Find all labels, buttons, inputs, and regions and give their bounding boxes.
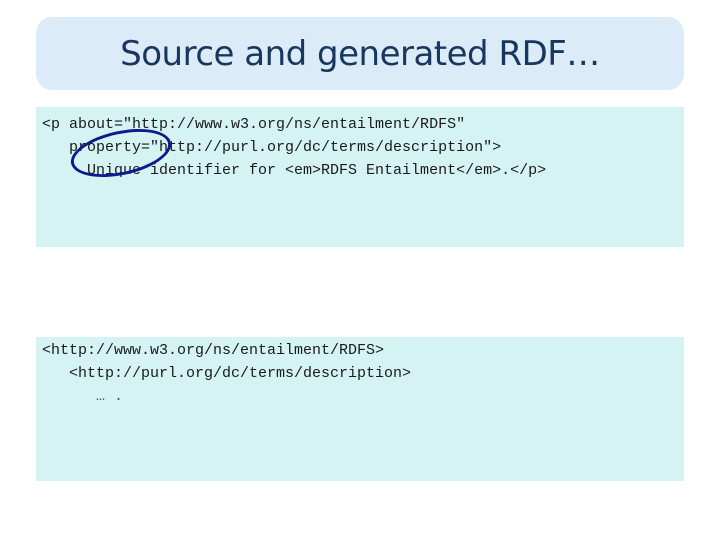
slide-title-box: Source and generated RDF… — [36, 17, 684, 90]
generated-rdf-box: <http://www.w3.org/ns/entailment/RDFS> <… — [36, 337, 684, 481]
source-line-3: Unique identifier for <em>RDFS Entailmen… — [42, 162, 547, 179]
rdf-line-2: <http://purl.org/dc/terms/description> — [42, 365, 412, 382]
rdf-line-3: … . — [42, 388, 124, 405]
rdf-line-1: <http://www.w3.org/ns/entailment/RDFS> — [42, 342, 385, 359]
source-line-2: property="http://purl.org/dc/terms/descr… — [42, 139, 502, 156]
source-line-1: <p about="http://www.w3.org/ns/entailmen… — [42, 116, 466, 133]
source-html-box: <p about="http://www.w3.org/ns/entailmen… — [36, 107, 684, 247]
slide-title: Source and generated RDF… — [120, 33, 600, 74]
